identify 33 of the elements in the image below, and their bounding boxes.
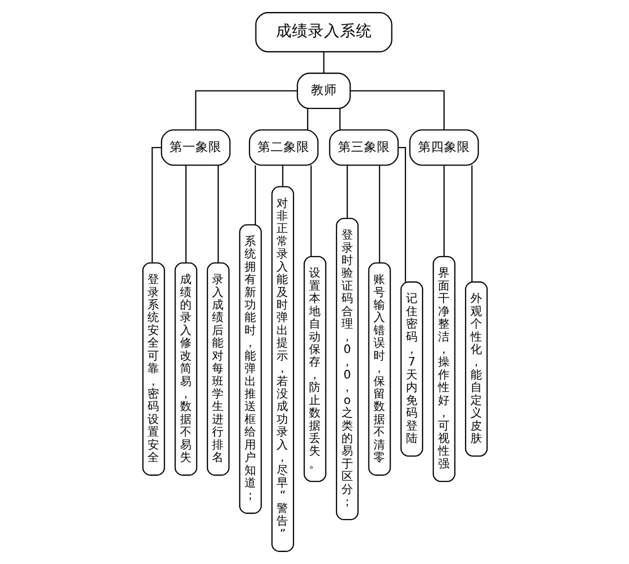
connector <box>151 146 161 263</box>
connector <box>322 52 324 73</box>
node-box: 账号输入错误时，保留数据不清零 <box>368 262 390 476</box>
connector <box>194 90 297 130</box>
connector <box>254 165 256 225</box>
node-box: 外观个性化，能自定义皮肤 <box>464 281 488 457</box>
connector <box>338 108 340 130</box>
connector <box>442 165 444 256</box>
node-box: 登录时验证码合理，0，0，o之类的易于区分； <box>335 218 358 520</box>
node-box: 第四象限 <box>408 129 478 166</box>
connector <box>378 165 380 263</box>
node-box: 录入成绩后能对每班学生进行排名 <box>206 262 230 476</box>
node-box: 第二象限 <box>248 129 318 166</box>
node-box: 系统拥有新功能时，能弹出推送框给用户知道； <box>238 224 262 514</box>
connector <box>350 90 444 130</box>
node-box: 教师 <box>296 72 350 110</box>
node-box: 设置本地自动保存，防止数据丢失。 <box>303 256 326 482</box>
connector <box>282 165 283 187</box>
connector <box>398 146 406 282</box>
node-box: 对非正常录入能及时弹出提示，若没成功录入，尽早“警告” <box>270 186 294 552</box>
connector <box>184 165 186 263</box>
node-box: 第三象限 <box>328 129 398 166</box>
node-box: 成绩的录入修改简易，数据不易失 <box>174 262 197 476</box>
connector <box>346 165 348 218</box>
connector <box>217 165 218 263</box>
node-box: 记住密码，7天内免码登陆 <box>400 281 423 457</box>
node-box: 登录系统安全可靠，密码设置安全 <box>142 262 164 476</box>
connector <box>306 108 308 130</box>
node-box: 第一象限 <box>160 129 230 166</box>
node-box: 界面干净整洁，操作性好，可视性强 <box>432 256 455 482</box>
connector <box>470 165 472 282</box>
connector <box>310 165 312 256</box>
node-box: 成绩录入系统 <box>254 12 392 52</box>
